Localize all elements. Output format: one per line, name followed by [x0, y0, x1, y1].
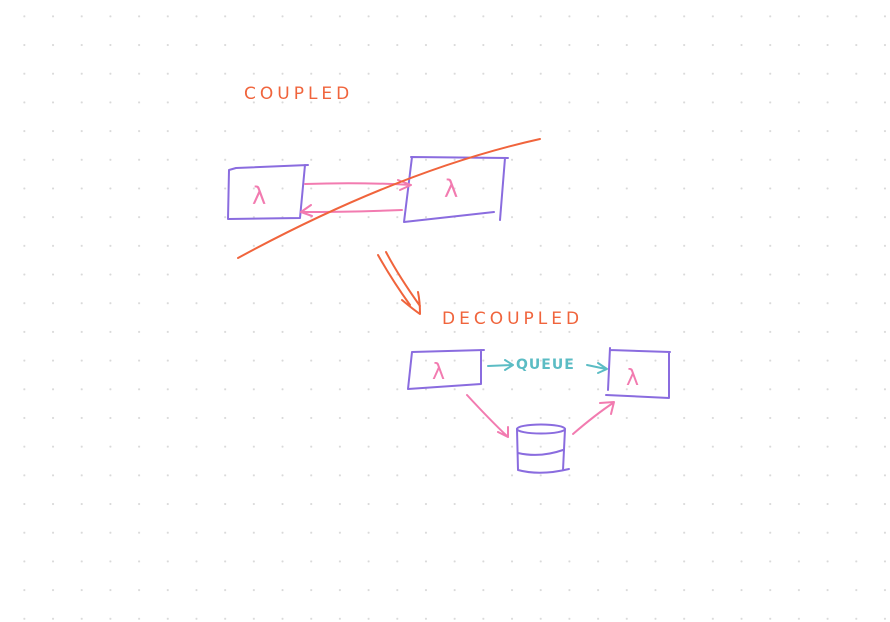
queue-arrow: QUEUE [487, 357, 608, 374]
decoupled-lambda-right-box: λ [605, 347, 671, 399]
decoupled-lambda-left-box: λ [407, 349, 485, 390]
queue-label: QUEUE [516, 357, 575, 373]
response-arrow [300, 204, 403, 217]
transition-arrow [377, 251, 421, 315]
lambda-label: λ [432, 360, 445, 385]
coupled-title: COUPLED [244, 84, 353, 104]
database-icon [516, 423, 570, 474]
arrow-to-database [466, 394, 509, 438]
coupled-lambda-right-box: λ [403, 156, 509, 223]
lambda-label: λ [626, 366, 639, 391]
decoupled-title: DECOUPLED [442, 309, 583, 329]
lambda-label: λ [444, 175, 458, 203]
lambda-label: λ [252, 182, 266, 210]
coupled-lambda-left-box: λ [227, 164, 309, 220]
arrow-from-database [572, 401, 615, 435]
strike-through-line [237, 138, 541, 259]
